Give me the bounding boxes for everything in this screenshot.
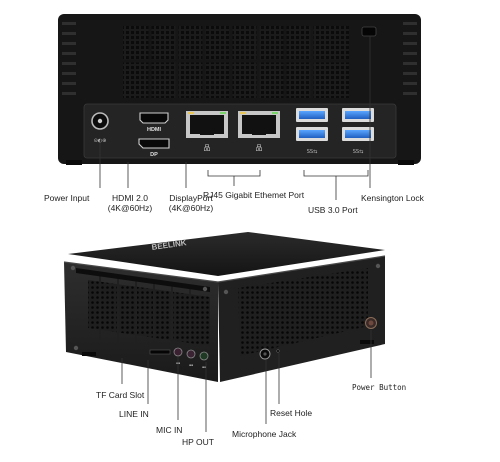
dp-port-print: DP (150, 152, 158, 158)
callout-power-button: Power Button (352, 383, 407, 392)
kensington-slot (361, 26, 377, 37)
tf-card-slot (149, 349, 171, 355)
hp-out-jack (199, 351, 209, 361)
callout-reset-hole: Reset Hole (270, 408, 313, 418)
displayport-port: DP (138, 138, 170, 158)
reset-hole (276, 349, 280, 353)
front-leader-lines (121, 330, 372, 432)
callout-displayport: DisplayPort (4K@60Hz) (165, 193, 217, 213)
hdmi-port-print: HDMI (147, 127, 162, 133)
callout-hp-out: HP OUT (182, 437, 214, 447)
front-chassis: BEELINK ▪▪ ▪▪ ▪▪ (63, 232, 386, 382)
mic-in-jack (186, 349, 196, 359)
callout-dp-line1: DisplayPort (169, 193, 213, 203)
callout-hdmi-line1: HDMI 2.0 (112, 193, 148, 203)
callout-usb3: USB 3.0 Port (308, 205, 358, 215)
callout-kensington: Kensington Lock (361, 193, 424, 203)
svg-text:SS⇆: SS⇆ (353, 149, 364, 155)
svg-text:SS⇆: SS⇆ (307, 149, 318, 155)
front-left-grille (76, 268, 210, 352)
callout-hdmi-line2: (4K@60Hz) (107, 203, 153, 213)
callout-hdmi: HDMI 2.0 (4K@60Hz) (104, 193, 156, 213)
callout-line-in: LINE IN (119, 409, 149, 419)
rear-chassis (58, 14, 421, 165)
rear-leader-lines (99, 36, 371, 200)
line-in-jack (173, 347, 183, 357)
callout-dp-line2: (4K@60Hz) (168, 203, 214, 213)
svg-text:品: 品 (256, 144, 263, 152)
usb3-port-stack-1: SS⇆ (296, 108, 328, 155)
svg-text:品: 品 (204, 144, 211, 152)
callout-power-input: Power Input (44, 193, 90, 203)
rj45-port-2: 品 (238, 111, 280, 152)
usb3-port-stack-2: SS⇆ (342, 108, 374, 155)
front-right-vent (238, 268, 368, 356)
svg-text:▪▪: ▪▪ (202, 365, 206, 369)
rj45-port-1: 品 (186, 111, 228, 152)
callout-rj45: RJ45 Gigabit Ethemet Port (203, 190, 305, 200)
svg-text:▪▪: ▪▪ (189, 363, 193, 367)
callout-mic-in: MIC IN (156, 425, 183, 435)
hdmi-port: HDMI (139, 112, 169, 133)
callout-tf-card: TF Card Slot (96, 390, 145, 400)
callout-microphone-jack: Microphone Jack (232, 429, 297, 439)
